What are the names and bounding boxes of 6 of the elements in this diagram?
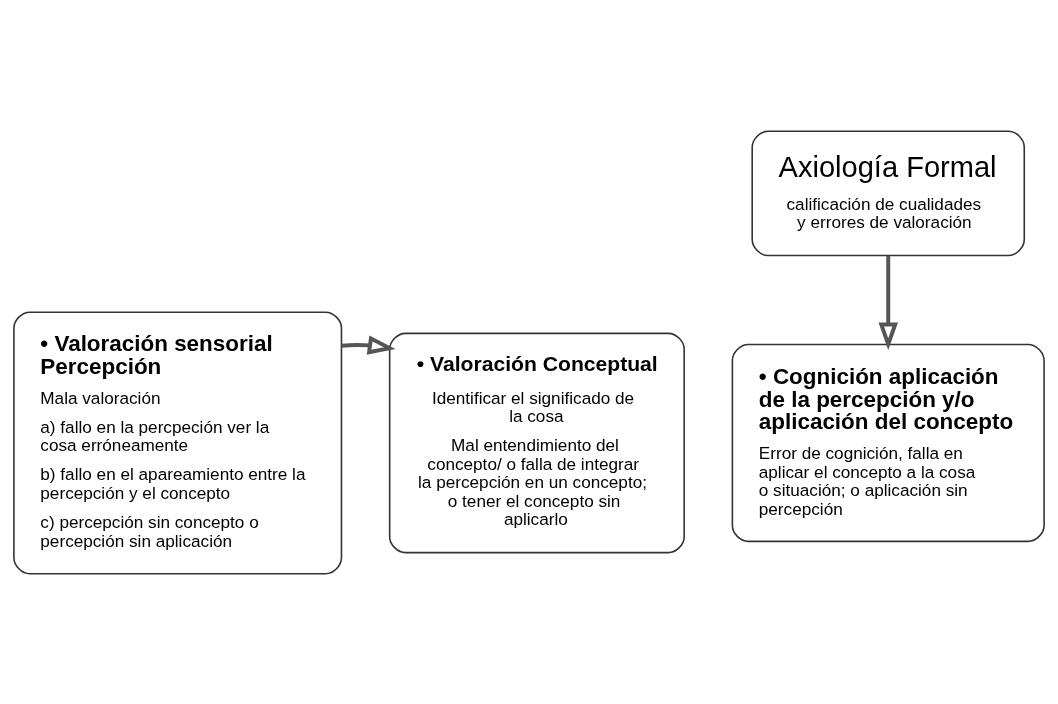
arrow xyxy=(341,335,396,355)
node-box: • Cognición aplicación de la percepción y/o aplicación del concepto Error de cognición, falla en aplicar el concepto a la cosa o situación; o aplicación sin percepción xyxy=(731,343,1045,542)
node-box: • Valoración Conceptual Identificar el significado de la cosa Mal entendimiento del concepto/ o falla de integrar la percepción en un concepto; o tener el concepto sin aplicarlo xyxy=(388,332,685,553)
arrow xyxy=(878,255,898,350)
node-box: • Valoración sensorial Percepción Mala valoración a) fallo en la percpeción ver la cosa erróneamente b) fallo en el apareamiento entre la percepción y el concepto c) percepción sin concepto o percepción sin aplicación xyxy=(13,310,343,574)
node-box: Axiología Formal calificación de cualidades y errores de valoración xyxy=(751,130,1026,256)
